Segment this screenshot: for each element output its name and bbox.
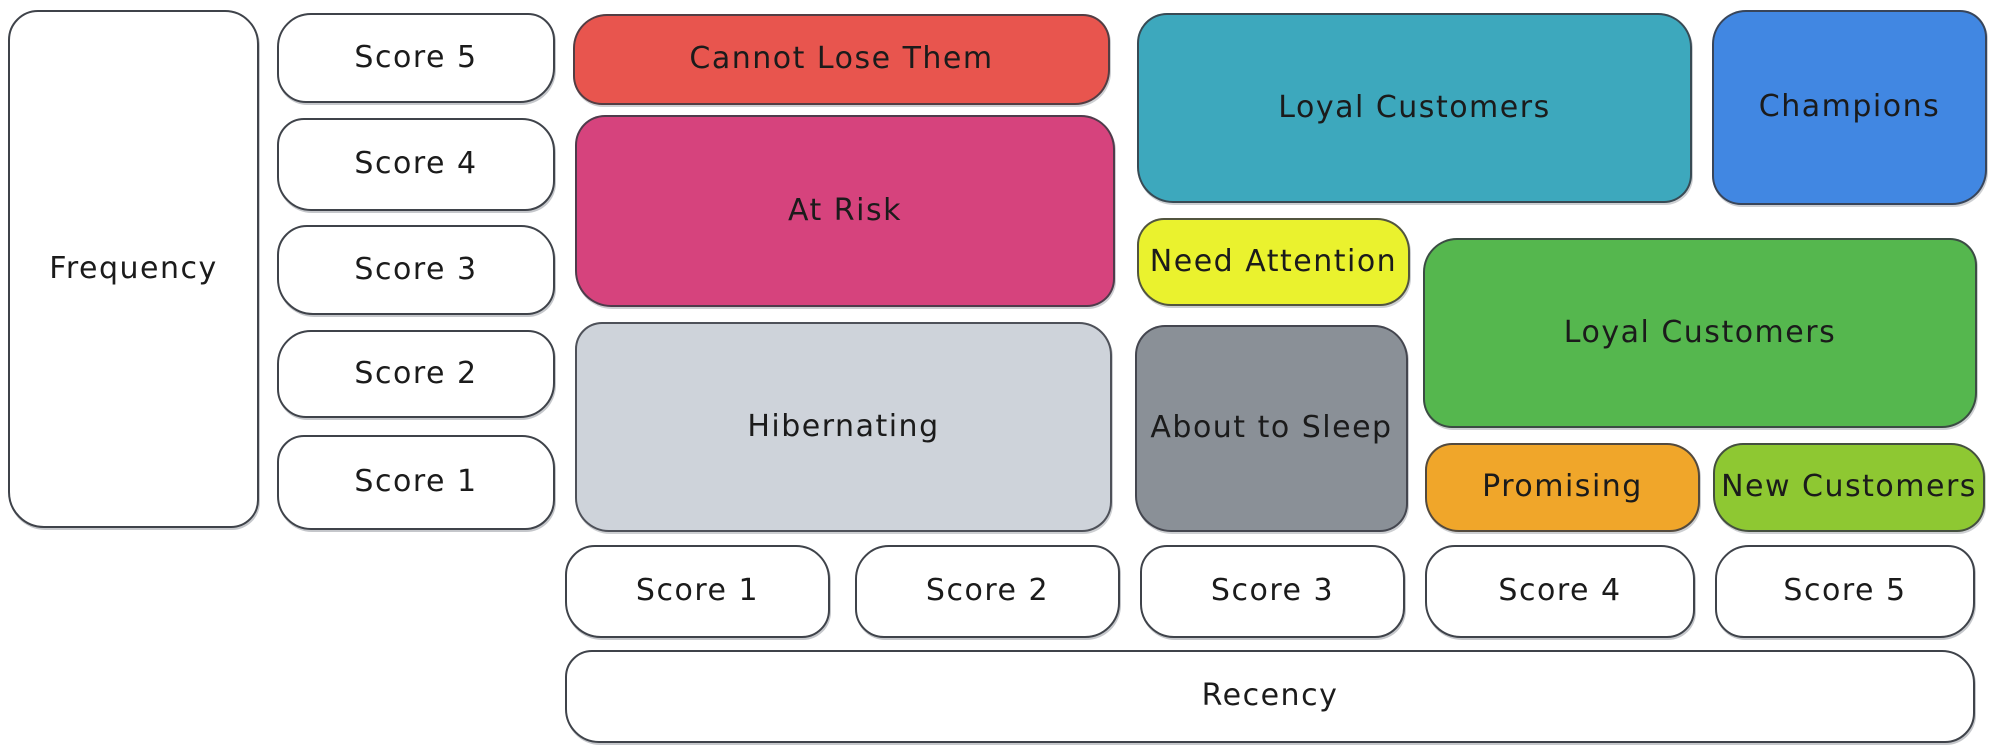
- recency-score-3-box: Score 3: [1140, 545, 1405, 638]
- recency-score-1-label: Score 1: [635, 573, 760, 609]
- segment-promising: Promising: [1425, 443, 1700, 532]
- segment-promising-label: Promising: [1482, 469, 1643, 505]
- recency-score-4-box: Score 4: [1425, 545, 1695, 638]
- segment-hibernating: Hibernating: [575, 322, 1112, 532]
- recency-score-5-box: Score 5: [1715, 545, 1975, 638]
- frequency-score-1-box: Score 1: [277, 435, 555, 530]
- frequency-score-2-box: Score 2: [277, 330, 555, 418]
- frequency-score-3-label: Score 3: [354, 251, 478, 287]
- frequency-axis-label: Frequency: [49, 250, 218, 286]
- recency-score-2-box: Score 2: [855, 545, 1120, 638]
- frequency-score-4-box: Score 4: [277, 118, 555, 211]
- segment-need-attention-label: Need Attention: [1149, 243, 1398, 279]
- recency-score-5-label: Score 5: [1783, 573, 1907, 609]
- frequency-score-2-label: Score 2: [354, 355, 478, 391]
- segment-need-attention: Need Attention: [1137, 218, 1410, 306]
- recency-score-4-label: Score 4: [1498, 573, 1622, 609]
- segment-loyal-customers-mid-label: Loyal Customers: [1563, 314, 1837, 350]
- segment-loyal-customers-top: Loyal Customers: [1137, 13, 1692, 203]
- segment-cannot-lose-them: Cannot Lose Them: [573, 14, 1110, 105]
- recency-score-1-box: Score 1: [565, 545, 830, 638]
- segment-champions-label: Champions: [1758, 89, 1941, 125]
- recency-axis-label: Recency: [1201, 678, 1339, 714]
- recency-score-2-label: Score 2: [925, 573, 1050, 609]
- segment-about-to-sleep: About to Sleep: [1135, 325, 1408, 532]
- frequency-score-1-label: Score 1: [354, 464, 478, 500]
- segment-hibernating-label: Hibernating: [747, 408, 940, 444]
- segment-loyal-customers-mid: Loyal Customers: [1423, 238, 1977, 428]
- segment-new-customers-label: New Customers: [1721, 469, 1977, 505]
- frequency-score-3-box: Score 3: [277, 225, 555, 315]
- frequency-score-4-label: Score 4: [354, 146, 478, 182]
- frequency-score-5-box: Score 5: [277, 13, 555, 103]
- segment-at-risk-label: At Risk: [788, 192, 902, 228]
- segment-champions: Champions: [1712, 10, 1987, 205]
- segment-cannot-lose-them-label: Cannot Lose Them: [689, 41, 994, 77]
- frequency-score-5-label: Score 5: [354, 39, 478, 75]
- segment-at-risk: At Risk: [575, 115, 1115, 307]
- recency-axis-box: Recency: [565, 650, 1975, 743]
- segment-loyal-customers-top-label: Loyal Customers: [1278, 89, 1551, 125]
- recency-score-3-label: Score 3: [1210, 573, 1335, 609]
- segment-new-customers: New Customers: [1713, 443, 1985, 532]
- segment-about-to-sleep-label: About to Sleep: [1150, 410, 1393, 446]
- frequency-axis-box: Frequency: [8, 10, 259, 528]
